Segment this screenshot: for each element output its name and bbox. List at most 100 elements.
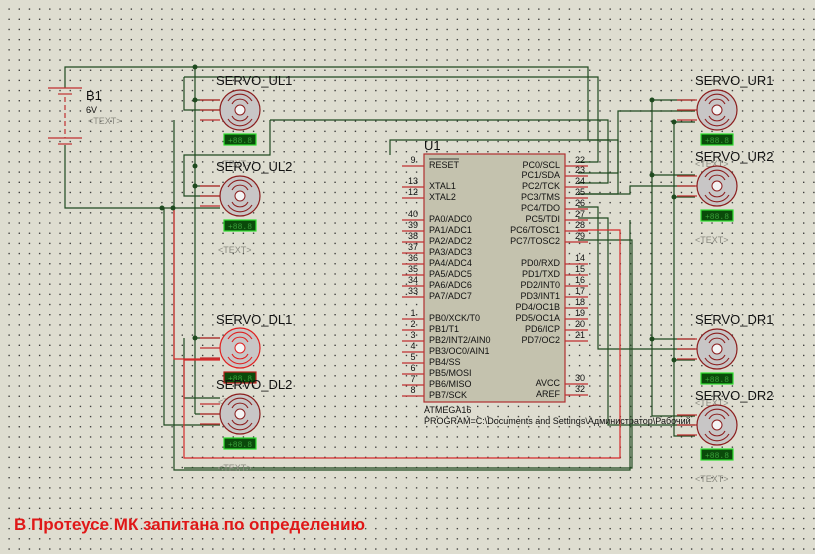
servo-angle-value: +88.8 xyxy=(705,137,729,146)
pin-number: 35 xyxy=(408,264,418,274)
servo-ur2[interactable]: SERVO_UR2+88.8<TEXT> xyxy=(677,149,774,245)
servo-angle-display xyxy=(700,372,734,385)
wire-battery-top[interactable] xyxy=(64,66,610,141)
junctions xyxy=(159,64,677,363)
pin-number: 19 xyxy=(575,308,585,318)
pin-name: PB2/INT2/AIN0 xyxy=(429,335,491,345)
pin-name: PC2/TCK xyxy=(522,181,560,191)
wire-dl1-red[interactable] xyxy=(173,208,220,360)
pin-name: PD6/ICP xyxy=(525,324,560,334)
junction-dot xyxy=(649,97,655,103)
wire-right-bus-2[interactable] xyxy=(673,122,695,437)
wire-ul2-signal[interactable] xyxy=(183,120,271,197)
servo-dl2[interactable]: SERVO_DL2+88.8<TEXT> xyxy=(200,377,292,473)
servo-dr1[interactable]: SERVO_DR1+88.8<TEXT> xyxy=(677,312,774,408)
pin-name: PB0/XCK/T0 xyxy=(429,313,480,323)
wire-pc7[interactable] xyxy=(184,239,633,469)
pin-number: 36 xyxy=(408,253,418,263)
pin-name: PA1/ADC1 xyxy=(429,225,472,235)
battery-value: 6V xyxy=(86,105,97,115)
pin-number: 27 xyxy=(575,209,585,219)
wire-ul1-ctrl[interactable] xyxy=(270,119,609,184)
pin-number: 29 xyxy=(575,231,585,241)
pin-name: PC1/SDA xyxy=(521,170,560,180)
servo-text-placeholder: <TEXT> xyxy=(218,245,252,255)
wire-pc6-red[interactable] xyxy=(183,229,621,459)
pin-name: PD4/OC1B xyxy=(515,302,560,312)
pin-name: XTAL1 xyxy=(429,181,456,191)
servo-ul2[interactable]: SERVO_UL2+88.8<TEXT> xyxy=(200,159,292,255)
battery-b1[interactable]: B1 6V <TEXT> xyxy=(48,87,122,145)
servo-text-placeholder: <TEXT> xyxy=(695,474,729,484)
junction-dot xyxy=(159,205,165,211)
pin-number: 40 xyxy=(408,209,418,219)
wire-battery-bottom[interactable] xyxy=(64,145,220,209)
servo-angle-display xyxy=(223,133,257,146)
annotation-note: В Протеусе МК запитана по определению xyxy=(14,515,366,534)
servo-ref: SERVO_UR2 xyxy=(695,149,774,164)
wire-dl2-gnd[interactable] xyxy=(163,208,220,426)
servo-ul1[interactable]: SERVO_UL1+88.8<TEXT> xyxy=(200,73,292,169)
servo-angle-display xyxy=(700,448,734,461)
wire-dr2-in[interactable] xyxy=(578,217,695,426)
servo-angle-value: +88.8 xyxy=(228,137,252,146)
pin-number: 21 xyxy=(575,330,585,340)
mcu-body[interactable] xyxy=(423,153,566,403)
servo-angle-display xyxy=(700,209,734,222)
wire-ur1-in[interactable] xyxy=(578,110,695,174)
wire-ur2-in[interactable] xyxy=(578,185,695,195)
servo-dr2[interactable]: SERVO_DR2+88.8<TEXT> xyxy=(677,388,774,484)
wire-dl1-gnd[interactable] xyxy=(183,338,220,399)
servo-angle-value: +88.8 xyxy=(228,223,252,232)
wire-dr1-in[interactable] xyxy=(578,206,695,350)
pin-number: 17 xyxy=(575,286,585,296)
pin-number: 23 xyxy=(575,165,585,175)
servo-angle-value: +88.8 xyxy=(705,376,729,385)
wires xyxy=(64,66,695,471)
wire-right-bus-1[interactable] xyxy=(651,100,695,417)
servo-ur1[interactable]: SERVO_UR1+88.8<TEXT> xyxy=(677,73,774,169)
servo-text-placeholder: <TEXT> xyxy=(695,235,729,245)
wire-ul1-gnd[interactable] xyxy=(183,77,220,111)
servo-ref: SERVO_DL2 xyxy=(216,377,292,392)
